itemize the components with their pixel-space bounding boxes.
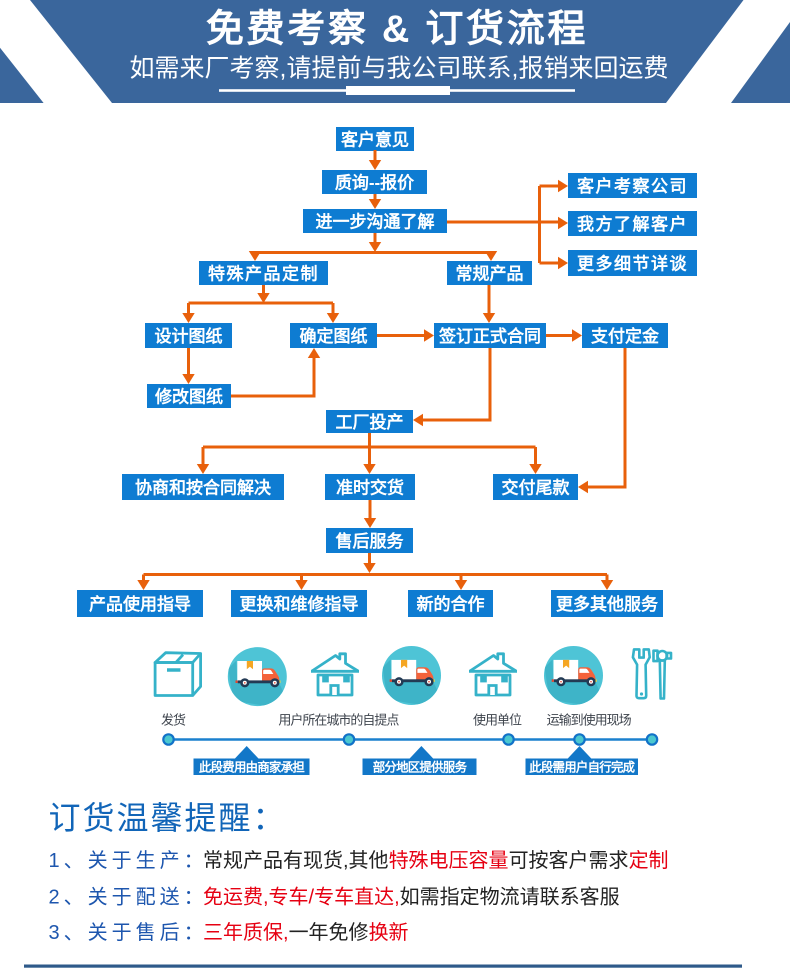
svg-text:进一步沟通了解: 进一步沟通了解 <box>316 212 435 232</box>
svg-text:协商和按合同解决: 协商和按合同解决 <box>135 478 272 498</box>
svg-text:工厂投产: 工厂投产 <box>336 412 404 432</box>
svg-text:质询--报价: 质询--报价 <box>335 173 415 193</box>
svg-text:准时交货: 准时交货 <box>336 478 404 498</box>
svg-text:客户考察公司: 客户考察公司 <box>576 176 688 196</box>
svg-text:发货: 发货 <box>161 713 186 728</box>
svg-text:交付尾款: 交付尾款 <box>502 478 571 498</box>
svg-text:免运费,专车/专车直达,如需指定物流请联系客服: 免运费,专车/专车直达,如需指定物流请联系客服 <box>203 886 620 909</box>
svg-text:如需来厂考察,请提前与我公司联系,报销来回运费: 如需来厂考察,请提前与我公司联系,报销来回运费 <box>130 55 669 83</box>
svg-text:支付定金: 支付定金 <box>591 326 660 346</box>
svg-text:新的合作: 新的合作 <box>417 594 485 614</box>
svg-text:确定图纸: 确定图纸 <box>300 326 368 346</box>
svg-text:部分地区提供服务: 部分地区提供服务 <box>373 759 468 774</box>
svg-text:运输到使用现场: 运输到使用现场 <box>547 713 632 728</box>
svg-text:签订正式合同: 签订正式合同 <box>438 326 541 346</box>
svg-text:更多细节详谈: 更多细节详谈 <box>577 254 688 274</box>
svg-text:修改图纸: 修改图纸 <box>154 387 223 407</box>
svg-text:设计图纸: 设计图纸 <box>155 326 223 346</box>
svg-text:产品使用指导: 产品使用指导 <box>89 594 191 614</box>
svg-text:客户意见: 客户意见 <box>340 130 409 150</box>
svg-text:常规产品有现货,其他特殊电压容量可按客户需求定制: 常规产品有现货,其他特殊电压容量可按客户需求定制 <box>203 849 669 872</box>
svg-text:此段需用户自行完成: 此段需用户自行完成 <box>529 759 636 774</box>
svg-text:售后服务: 售后服务 <box>336 531 405 551</box>
svg-text:常规产品: 常规产品 <box>456 264 524 284</box>
svg-text:三年质保,一年免修换新: 三年质保,一年免修换新 <box>203 921 409 944</box>
svg-text:更换和维修指导: 更换和维修指导 <box>240 594 359 614</box>
svg-text:特殊产品定制: 特殊产品定制 <box>208 264 319 284</box>
svg-text:用户所在城市的自提点: 用户所在城市的自提点 <box>278 713 399 728</box>
svg-text:我方了解客户: 我方了解客户 <box>577 214 688 234</box>
svg-text:1、关于生产：: 1、关于生产： <box>49 849 208 872</box>
svg-text:此段费用由商家承担: 此段费用由商家承担 <box>199 759 306 774</box>
svg-text:2、关于配送：: 2、关于配送： <box>49 886 208 909</box>
svg-text:订货温馨提醒：: 订货温馨提醒： <box>49 800 287 836</box>
svg-text:免费考察 & 订货流程: 免费考察 & 订货流程 <box>206 9 588 51</box>
svg-text:3、关于售后：: 3、关于售后： <box>49 921 208 944</box>
svg-text:使用单位: 使用单位 <box>473 713 522 728</box>
svg-text:更多其他服务: 更多其他服务 <box>556 594 659 614</box>
